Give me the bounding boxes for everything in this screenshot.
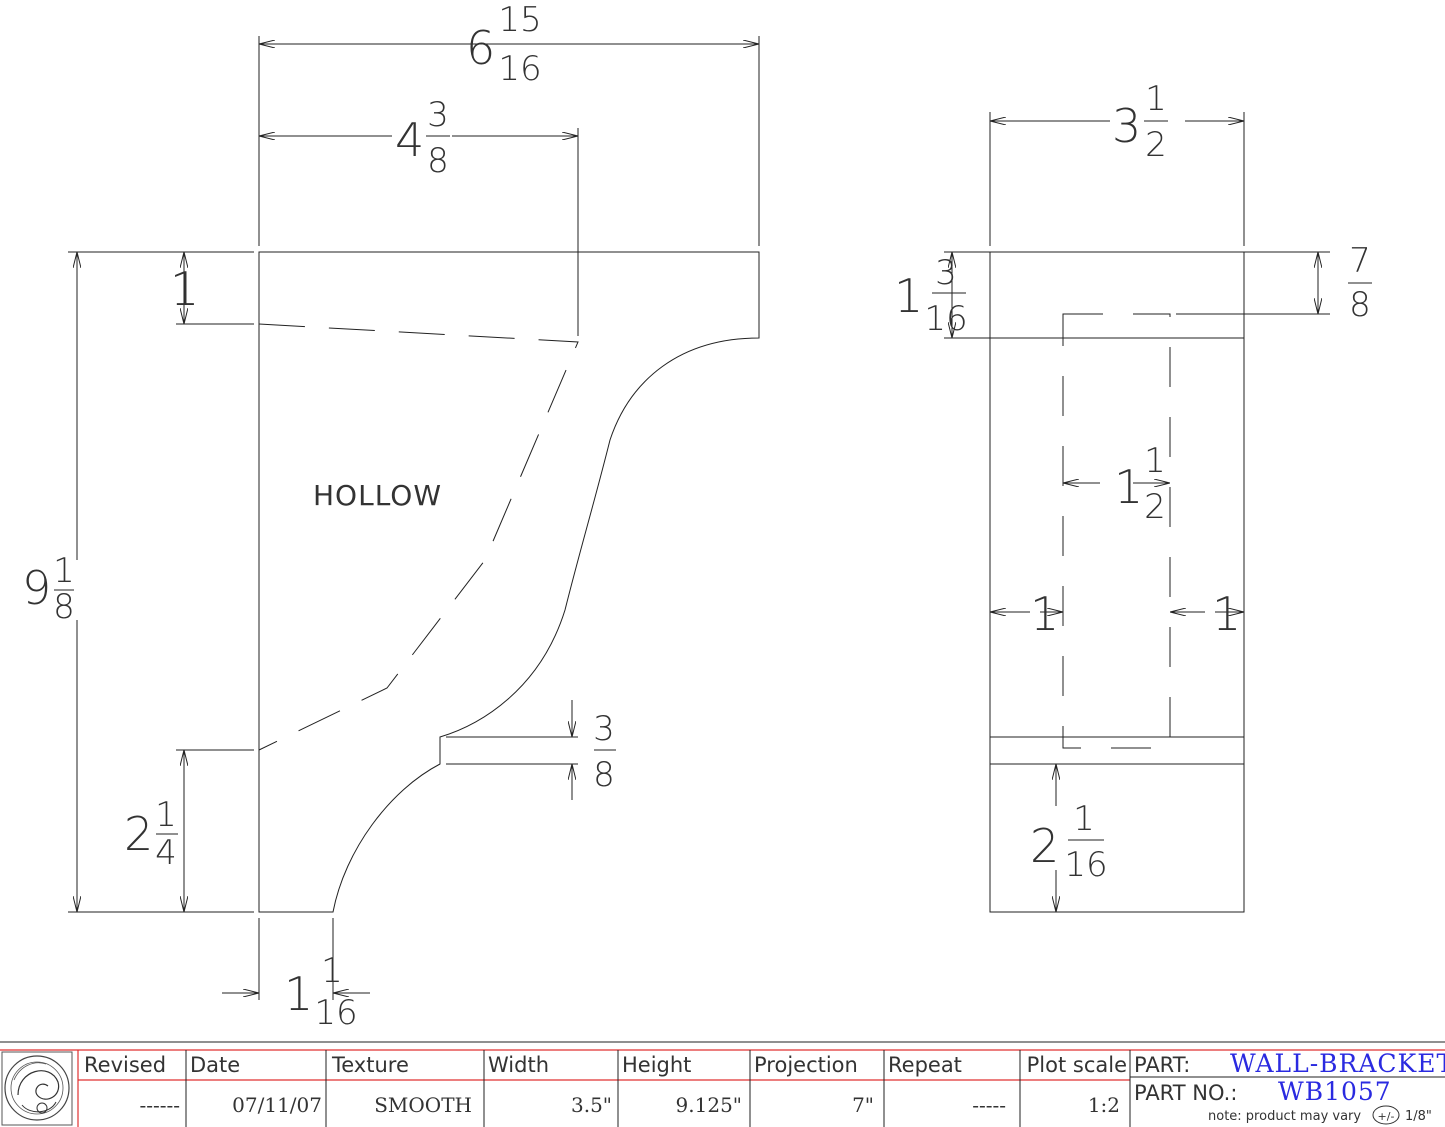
header-part: PART: <box>1134 1053 1190 1077</box>
hollow-label: HOLLOW <box>313 479 442 512</box>
svg-text:7: 7 <box>1349 241 1371 281</box>
dim-wall-right: 1 <box>1212 587 1241 641</box>
svg-text:16: 16 <box>498 49 541 89</box>
side-view: 3 1 2 1 3 16 7 8 1 1 2 1 1 2 1 <box>894 79 1372 913</box>
dim-top-depth: 4 3 8 <box>392 95 452 181</box>
value-height: 9.125" <box>676 1093 742 1117</box>
value-plot-scale: 1:2 <box>1088 1093 1120 1117</box>
header-date: Date <box>190 1053 240 1077</box>
svg-text:1: 1 <box>1030 587 1059 641</box>
svg-text:1: 1 <box>321 951 343 991</box>
svg-text:1: 1 <box>1144 441 1166 481</box>
part-name: WALL-BRACKET <box>1230 1049 1445 1078</box>
header-texture: Texture <box>331 1053 409 1077</box>
value-date: 07/11/07 <box>232 1093 322 1117</box>
header-part-no: PART NO.: <box>1134 1081 1237 1105</box>
svg-text:4: 4 <box>155 833 177 873</box>
svg-text:16: 16 <box>1064 845 1107 885</box>
tolerance-value: 1/8" <box>1405 1109 1432 1124</box>
svg-text:1: 1 <box>170 262 199 316</box>
dim-height: 9 1 8 <box>20 551 90 627</box>
svg-text:1: 1 <box>894 269 923 323</box>
svg-text:2: 2 <box>1145 125 1167 165</box>
header-revised: Revised <box>84 1053 166 1077</box>
value-revised: ------ <box>139 1093 180 1117</box>
header-height: Height <box>622 1053 691 1077</box>
dim-bottom-height: 2 1 4 <box>124 795 178 873</box>
header-plot-scale: Plot scale <box>1027 1053 1127 1077</box>
value-projection: 7" <box>852 1093 874 1117</box>
svg-text:9: 9 <box>22 561 51 615</box>
svg-text:3: 3 <box>427 95 449 135</box>
dim-side-cap: 7 8 <box>1348 241 1372 325</box>
svg-text:1: 1 <box>155 795 177 835</box>
svg-text:4: 4 <box>395 113 424 167</box>
value-repeat: ----- <box>972 1093 1006 1117</box>
svg-text:16: 16 <box>314 993 357 1033</box>
dim-side-bottom: 2 1 16 <box>1030 799 1108 885</box>
title-block: Revised Date Texture Width Height Projec… <box>0 1041 1445 1127</box>
header-repeat: Repeat <box>888 1053 962 1077</box>
dim-top-thickness: 1 <box>170 262 199 316</box>
value-width: 3.5" <box>571 1093 612 1117</box>
bracket-profile-outline <box>258 251 760 913</box>
svg-text:1: 1 <box>1212 587 1241 641</box>
svg-text:1: 1 <box>1145 79 1167 119</box>
dim-slot-width: 1 1 2 <box>1114 441 1166 527</box>
svg-text:2: 2 <box>1144 487 1166 527</box>
tolerance-note: note: product may vary <box>1208 1109 1361 1124</box>
svg-text:1: 1 <box>53 551 75 591</box>
svg-text:8: 8 <box>427 141 449 181</box>
part-number: WB1057 <box>1278 1077 1392 1106</box>
svg-text:2: 2 <box>1030 819 1059 873</box>
svg-text:+/-: +/- <box>1378 1110 1395 1123</box>
slot-hidden-line <box>1062 313 1171 749</box>
svg-text:1: 1 <box>1114 460 1143 514</box>
svg-text:1: 1 <box>284 967 313 1021</box>
svg-text:3: 3 <box>935 253 957 293</box>
svg-text:1: 1 <box>1073 799 1095 839</box>
header-projection: Projection <box>754 1053 858 1077</box>
svg-text:8: 8 <box>1349 285 1371 325</box>
svg-text:6: 6 <box>466 21 495 75</box>
svg-text:3: 3 <box>1112 99 1141 153</box>
svg-text:8: 8 <box>53 587 75 627</box>
value-texture: SMOOTH <box>374 1093 472 1117</box>
front-view: HOLLOW 6 15 16 4 3 <box>20 0 760 1033</box>
company-logo-icon <box>1 1051 73 1126</box>
dim-side-top: 1 3 16 <box>894 253 968 339</box>
tolerance-symbol-icon: +/- <box>1372 1105 1400 1125</box>
svg-text:15: 15 <box>498 0 541 40</box>
side-outline <box>989 251 1245 913</box>
svg-text:16: 16 <box>924 299 967 339</box>
hollow-dashed-line <box>258 323 579 751</box>
dim-wall-left: 1 <box>1030 587 1059 641</box>
svg-text:3: 3 <box>593 709 615 749</box>
dim-side-width: 3 1 2 <box>1110 79 1185 165</box>
dim-overall-width: 6 15 16 <box>466 0 542 89</box>
dim-bottom-offset: 1 1 16 <box>284 951 358 1033</box>
svg-text:2: 2 <box>124 807 153 861</box>
header-width: Width <box>488 1053 549 1077</box>
dim-step: 3 8 <box>593 709 616 795</box>
svg-text:8: 8 <box>593 755 615 795</box>
